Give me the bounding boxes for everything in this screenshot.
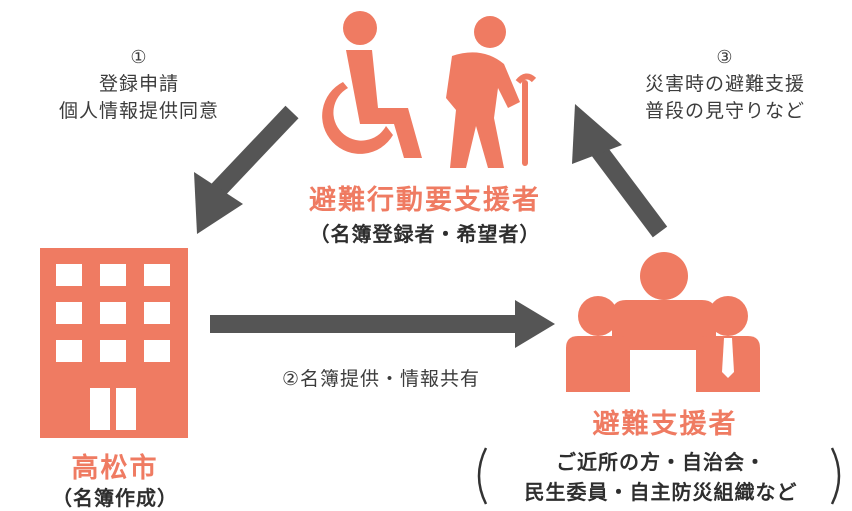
elderly-person-icon: [446, 16, 537, 168]
step1-label: ① 登録申請 個人情報提供同意: [34, 44, 244, 125]
bracket-left: [477, 447, 488, 505]
right-actor-subtitle-line1: ご近所の方・自治会・: [556, 450, 766, 474]
left-actor-subtitle: （名簿作成）: [52, 486, 178, 510]
arrow-step2: [210, 300, 555, 348]
arrow-step1: [194, 105, 299, 234]
wheelchair-icon: [322, 11, 422, 158]
step3-label: ③ 災害時の避難支援 普段の見守りなど: [610, 44, 840, 125]
group-of-people-icon: [566, 252, 760, 392]
step1-number: ①: [130, 47, 148, 68]
left-actor-title: 高松市: [71, 453, 159, 484]
right-actor-title: 避難支援者: [592, 409, 738, 440]
step1-line2: 個人情報提供同意: [58, 100, 219, 122]
step1-line1: 登録申請: [98, 73, 179, 95]
arrow-step3: [572, 104, 668, 238]
bracket-right: [830, 447, 841, 505]
step3-line2: 普段の見守りなど: [644, 100, 805, 122]
top-actor-title: 避難行動要支援者: [309, 185, 541, 216]
city-building-icon: [40, 248, 188, 438]
right-actor-subtitle-line2: 民生委員・自主防災組織など: [524, 480, 798, 504]
step2-label: ②名簿提供・情報共有: [281, 368, 481, 390]
top-actor-subtitle: （名簿登録者・希望者）: [309, 222, 541, 246]
step3-number: ③: [716, 47, 734, 68]
step3-line1: 災害時の避難支援: [644, 73, 805, 95]
